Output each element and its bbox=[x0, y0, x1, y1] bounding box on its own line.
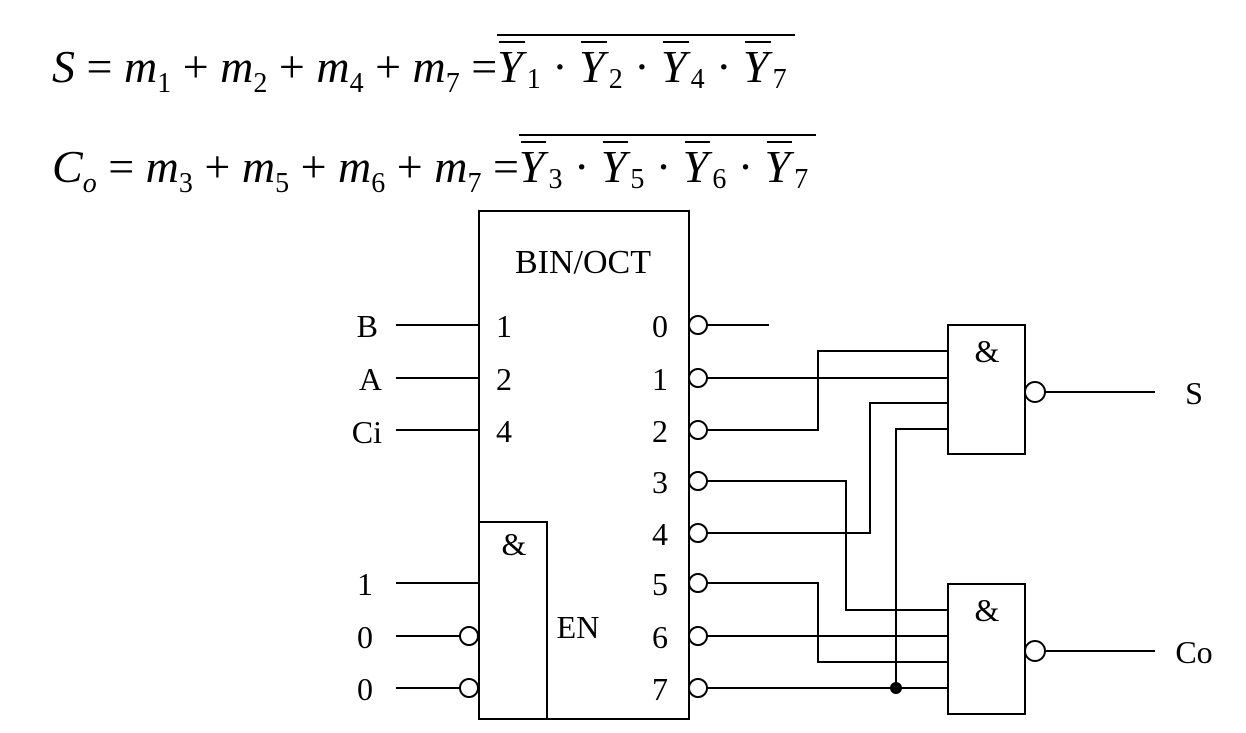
output-pin: 4 bbox=[652, 516, 668, 552]
junction-dot bbox=[890, 682, 902, 694]
input-label-b: B bbox=[357, 308, 378, 344]
enable-invert-bubble bbox=[459, 678, 479, 698]
input-pin: 1 bbox=[496, 308, 512, 344]
output-pin: 7 bbox=[652, 671, 668, 707]
enable-input-value: 0 bbox=[357, 619, 373, 655]
output-label-s: S bbox=[1185, 375, 1203, 411]
output-pin: 0 bbox=[652, 308, 668, 344]
input-pin: 2 bbox=[496, 361, 512, 397]
input-label-a: A bbox=[359, 361, 382, 397]
input-label-ci: Ci bbox=[352, 414, 382, 450]
output-label-co: Co bbox=[1175, 634, 1212, 670]
carry-symbol: C bbox=[52, 141, 83, 192]
output-pin: 5 bbox=[652, 566, 668, 602]
enable-input-value: 1 bbox=[357, 566, 373, 602]
enable-and-block bbox=[478, 521, 548, 720]
output-pin: 1 bbox=[652, 361, 668, 397]
output-pin: 3 bbox=[652, 464, 668, 500]
sum-gate-symbol: & bbox=[975, 333, 1000, 369]
enable-invert-bubble bbox=[459, 626, 479, 646]
decoder-block bbox=[478, 210, 690, 720]
enable-label: EN bbox=[557, 609, 600, 645]
carry-gate-symbol: & bbox=[975, 592, 1000, 628]
output-pin: 6 bbox=[652, 619, 668, 655]
enable-gate-symbol: & bbox=[502, 526, 527, 562]
input-pin: 4 bbox=[496, 413, 512, 449]
sum-symbol: S bbox=[52, 41, 75, 92]
output-pin: 2 bbox=[652, 413, 668, 449]
enable-input-value: 0 bbox=[357, 671, 373, 707]
decoder-title: BIN/OCT bbox=[515, 244, 651, 281]
